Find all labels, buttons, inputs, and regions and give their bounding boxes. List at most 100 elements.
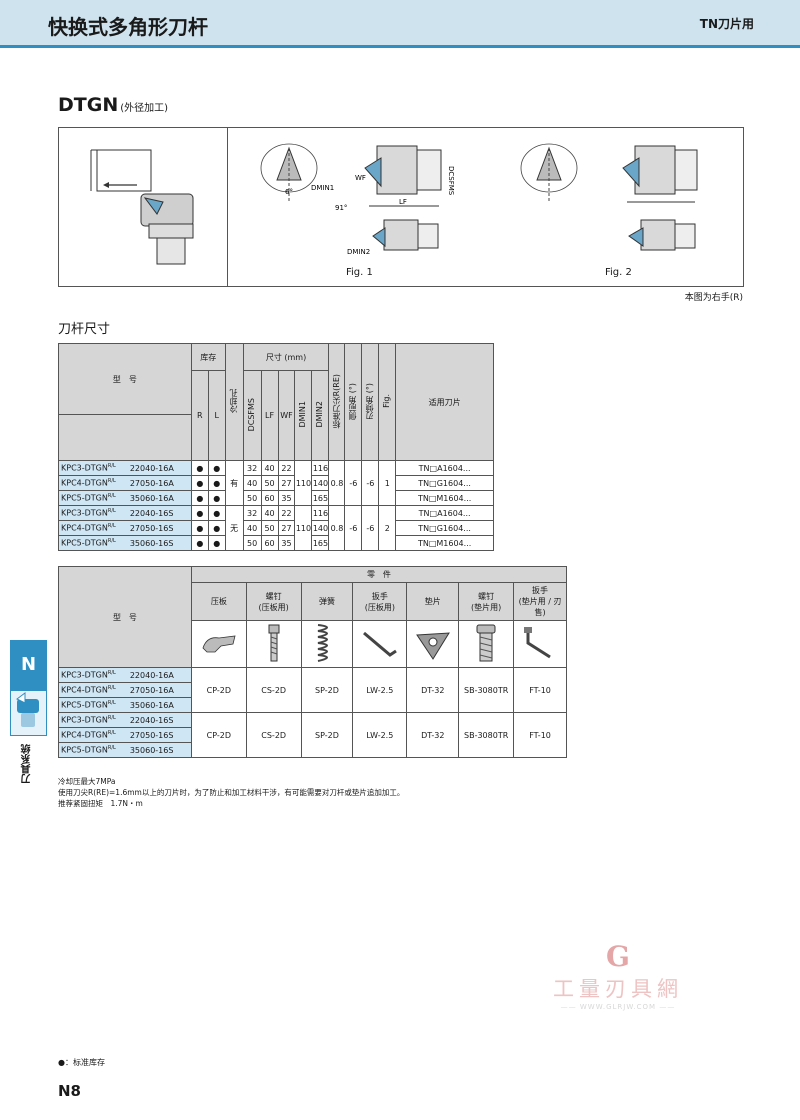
- cell-insert: TN□M1604...: [395, 535, 494, 551]
- wf-label: WF: [355, 174, 366, 182]
- fig2-caption: Fig. 2: [605, 267, 632, 278]
- watermark: G 工量刃具網 —— WWW.GLRJW.COM ——: [538, 940, 698, 1011]
- cell-re: [328, 490, 346, 506]
- notes: 冷却压最大7MPa 使用刀尖R(RE)=1.6mm以上的刀片时，为了防止和加工材…: [58, 776, 404, 809]
- clamp-icon: [190, 620, 247, 668]
- part-spring: SP-2D: [300, 712, 354, 758]
- cell-re: 0.8: [328, 475, 346, 491]
- stock-l: ●: [207, 520, 226, 536]
- cell-dcsfms: 40: [242, 475, 262, 491]
- stock-r: ●: [190, 520, 209, 536]
- cell-dmin1: 110: [294, 520, 313, 536]
- cell-coolant: [224, 460, 244, 476]
- th-insert: 适用刀片: [395, 343, 494, 461]
- cell-re: [328, 505, 346, 521]
- spring-icon: [300, 620, 354, 668]
- cell-insert: TN□G1604...: [395, 475, 494, 491]
- cell-dmin1: [294, 535, 313, 551]
- cell-lf: 50: [260, 520, 279, 536]
- parts-table: 型 号 零 件 压板 螺钉(压板用) 弹簧 扳手(压板用) 垫片 螺钉(垫片用)…: [58, 566, 568, 758]
- th-wf: WF: [277, 370, 296, 461]
- th-dims: 尺寸 (mm): [242, 343, 330, 371]
- th-re: 标准刀尖R(RE): [328, 343, 346, 461]
- hex-wrench-icon: [352, 620, 408, 668]
- cell-wf: 27: [277, 475, 296, 491]
- th-model: 型 号: [58, 343, 192, 415]
- key-icon: [513, 620, 567, 668]
- cell-dmin1: 110: [294, 475, 313, 491]
- th2-spring: 弹簧: [300, 582, 354, 621]
- cell-lf: 60: [260, 490, 279, 506]
- watermark-name: 工量刃具網: [553, 977, 683, 1001]
- model-title: DTGN(外径加工): [58, 94, 168, 116]
- cell-dmin2: 140: [311, 475, 330, 491]
- cell-re: [328, 535, 346, 551]
- right-hand-note: 本图为右手(R): [684, 293, 743, 303]
- th2-screw: 螺钉(压板用): [245, 582, 302, 621]
- th-r: R: [190, 370, 209, 461]
- th-coolant: 冷却孔: [224, 343, 244, 461]
- model-code: DTGN: [58, 94, 119, 116]
- cell-lf: 40: [260, 505, 279, 521]
- side-tab-n[interactable]: N: [10, 640, 47, 690]
- cell-fig: [378, 535, 397, 551]
- cell-coolant: [224, 535, 244, 551]
- th-l: L: [207, 370, 226, 461]
- cell-coolant: 有: [224, 475, 244, 491]
- th-dmin2: DMIN2: [311, 370, 330, 461]
- th2-wrench: 扳手(压板用): [352, 582, 408, 621]
- cell-rake_angle: -6: [361, 475, 380, 491]
- stock-l: ●: [207, 535, 226, 551]
- dmin2-label: DMIN2: [347, 248, 370, 256]
- th-dmin1: DMIN1: [294, 370, 313, 461]
- cell-fig: 1: [378, 475, 397, 491]
- stock-r: ●: [190, 460, 209, 476]
- cell-rake_angle: [361, 535, 380, 551]
- part-shim_screw: SB-3080TR: [458, 712, 515, 758]
- part-clamp: CP-2D: [190, 667, 247, 713]
- th2-shim: 垫片: [406, 582, 460, 621]
- th-side-angle: 侧前角 (°): [344, 343, 363, 461]
- cell-lf: 40: [260, 460, 279, 476]
- watermark-url: —— WWW.GLRJW.COM ——: [560, 1003, 676, 1011]
- cell-lf: 60: [260, 535, 279, 551]
- holder-dimension-table: 型 号 库存 冷却孔 尺寸 (mm) 标准刀尖R(RE) 侧前角 (°) 刃倾角…: [58, 343, 494, 551]
- cell-coolant: [224, 490, 244, 506]
- cell-dcsfms: 32: [242, 460, 262, 476]
- figure-divider: [227, 128, 228, 286]
- tool-system-icon: [10, 690, 47, 736]
- cell-fig: [378, 490, 397, 506]
- part-screw: CS-2D: [245, 712, 302, 758]
- th2-key: 扳手(垫片用 / 刃售): [513, 582, 567, 621]
- cell-side_angle: [344, 535, 363, 551]
- cell-lf: 50: [260, 475, 279, 491]
- cell-dcsfms: 40: [242, 520, 262, 536]
- cell-rake_angle: [361, 460, 380, 476]
- th-rake-angle: 刃倾角 (°): [361, 343, 380, 461]
- stock-r: ●: [190, 490, 209, 506]
- cell-dmin1: [294, 460, 313, 476]
- part-wrench: LW-2.5: [352, 712, 408, 758]
- dmin1-label: DMIN1: [311, 184, 334, 192]
- cell-side_angle: [344, 490, 363, 506]
- stock-l: ●: [207, 490, 226, 506]
- cell-wf: 22: [277, 460, 296, 476]
- cell-coolant: [224, 505, 244, 521]
- model-subtitle: (外径加工): [120, 103, 169, 114]
